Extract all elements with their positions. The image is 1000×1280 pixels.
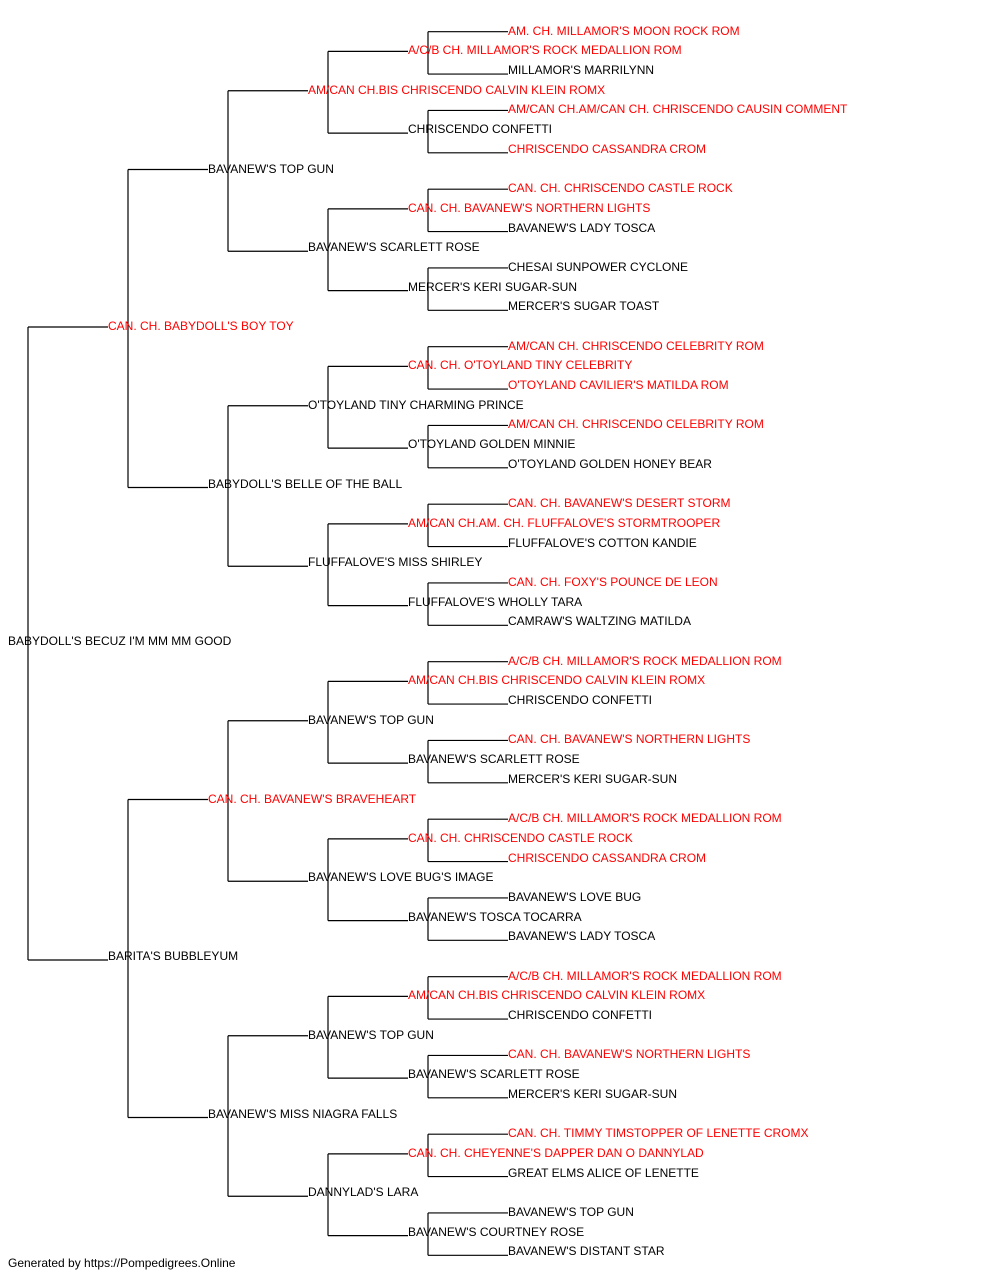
ancestor-name: BARITA'S BUBBLEYUM (108, 949, 239, 963)
ancestor-name: A/C/B CH. MILLAMOR'S ROCK MEDALLION ROM (508, 653, 782, 668)
ancestor-name: BAVANEW'S LOVE BUG'S IMAGE (308, 870, 494, 885)
ancestor-name: CHRISCENDO CASSANDRA CROM (508, 141, 707, 156)
ancestor-name: MERCER'S SUGAR TOAST (508, 299, 660, 314)
ancestor-name: O'TOYLAND TINY CHARMING PRINCE (308, 397, 524, 412)
ancestor-name: BAVANEW'S COURTNEY ROSE (408, 1224, 585, 1239)
ancestor-name: A/C/B CH. MILLAMOR'S ROCK MEDALLION ROM (508, 811, 782, 826)
ancestor-name: BAVANEW'S TOP GUN (308, 1027, 434, 1042)
ancestor-name: CAN. CH. O'TOYLAND TINY CELEBRITY (408, 358, 633, 373)
ancestor-name: FLUFFALOVE'S COTTON KANDIE (508, 535, 697, 550)
ancestor-name: CAN. CH. CHRISCENDO CASTLE ROCK (508, 181, 733, 196)
ancestor-name: CAN. CH. BAVANEW'S NORTHERN LIGHTS (508, 1047, 751, 1062)
ancestor-name: MERCER'S KERI SUGAR-SUN (508, 1086, 677, 1101)
ancestor-name: AM/CAN CH.AM. CH. FLUFFALOVE'S STORMTROO… (408, 515, 721, 530)
ancestor-name: CAN. CH. BABYDOLL'S BOY TOY (108, 319, 294, 333)
ancestor-name: AM/CAN CH.BIS CHRISCENDO CALVIN KLEIN RO… (408, 673, 706, 688)
ancestor-name: AM/CAN CH.BIS CHRISCENDO CALVIN KLEIN RO… (408, 988, 706, 1003)
ancestor-name: BAVANEW'S LADY TOSCA (508, 929, 656, 944)
ancestor-name: MERCER'S KERI SUGAR-SUN (408, 279, 577, 294)
ancestor-name: CHRISCENDO CASSANDRA CROM (508, 850, 707, 865)
ancestor-name: BAVANEW'S TOSCA TOCARRA (408, 909, 582, 924)
ancestor-name: MERCER'S KERI SUGAR-SUN (508, 771, 677, 786)
ancestor-name: CAMRAW'S WALTZING MATILDA (508, 614, 691, 629)
ancestor-name: BAVANEW'S LADY TOSCA (508, 220, 656, 235)
ancestor-name: A/C/B CH. MILLAMOR'S ROCK MEDALLION ROM (408, 43, 682, 58)
generated-by-footer: Generated by https://Pompedigrees.Online (8, 1256, 236, 1270)
ancestor-name: BAVANEW'S SCARLETT ROSE (408, 752, 580, 767)
ancestor-name: FLUFFALOVE'S MISS SHIRLEY (308, 555, 483, 570)
ancestor-name: CAN. CH. TIMMY TIMSTOPPER OF LENETTE CRO… (508, 1126, 809, 1141)
ancestor-name: CAN. CH. FOXY'S POUNCE DE LEON (508, 574, 718, 589)
ancestor-name: CAN. CH. BAVANEW'S DESERT STORM (508, 496, 731, 511)
ancestor-name: AM/CAN CH. CHRISCENDO CELEBRITY ROM (508, 338, 764, 353)
ancestor-name: CAN. CH. BAVANEW'S BRAVEHEART (208, 791, 417, 806)
ancestor-name: AM/CAN CH. CHRISCENDO CELEBRITY ROM (508, 417, 764, 432)
ancestor-name: CHRISCENDO CONFETTI (508, 1008, 652, 1023)
ancestor-name: O'TOYLAND CAVILIER'S MATILDA ROM (508, 378, 729, 393)
ancestor-name: A/C/B CH. MILLAMOR'S ROCK MEDALLION ROM (508, 968, 782, 983)
ancestor-name: CAN. CH. CHEYENNE'S DAPPER DAN O DANNYLA… (408, 1145, 704, 1160)
ancestor-name: CHESAI SUNPOWER CYCLONE (508, 259, 689, 274)
ancestor-name: BAVANEW'S TOP GUN (308, 712, 434, 727)
ancestor-name: BAVANEW'S SCARLETT ROSE (408, 1067, 580, 1082)
ancestor-name: BABYDOLL'S BELLE OF THE BALL (208, 476, 403, 491)
ancestor-name: MILLAMOR'S MARRILYNN (508, 63, 655, 78)
ancestor-name: BAVANEW'S LOVE BUG (508, 889, 642, 904)
ancestor-name: CAN. CH. BAVANEW'S NORTHERN LIGHTS (508, 732, 751, 747)
ancestor-name: CAN. CH. BAVANEW'S NORTHERN LIGHTS (408, 200, 651, 215)
ancestor-name: DANNYLAD'S LARA (308, 1185, 419, 1200)
ancestor-name: O'TOYLAND GOLDEN HONEY BEAR (508, 456, 712, 471)
ancestor-name: O'TOYLAND GOLDEN MINNIE (408, 437, 576, 452)
ancestor-name: BAVANEW'S MISS NIAGRA FALLS (208, 1106, 398, 1121)
ancestor-name: AM. CH. MILLAMOR'S MOON ROCK ROM (508, 23, 740, 38)
ancestor-name: BAVANEW'S SCARLETT ROSE (308, 240, 480, 255)
ancestor-name: AM/CAN CH.AM/CAN CH. CHRISCENDO CAUSIN C… (508, 102, 848, 117)
subject-name: BABYDOLL'S BECUZ I'M MM MM GOOD (8, 634, 232, 648)
ancestor-name: BAVANEW'S TOP GUN (508, 1204, 634, 1219)
ancestor-name: BAVANEW'S DISTANT STAR (508, 1244, 665, 1259)
ancestor-name: CHRISCENDO CONFETTI (408, 122, 552, 137)
ancestor-name: CAN. CH. CHRISCENDO CASTLE ROCK (408, 830, 633, 845)
ancestor-name: FLUFFALOVE'S WHOLLY TARA (408, 594, 583, 609)
ancestor-name: BAVANEW'S TOP GUN (208, 161, 334, 176)
ancestor-name: GREAT ELMS ALICE OF LENETTE (508, 1165, 699, 1180)
ancestor-name: AM/CAN CH.BIS CHRISCENDO CALVIN KLEIN RO… (308, 82, 606, 97)
ancestor-name: CHRISCENDO CONFETTI (508, 693, 652, 708)
